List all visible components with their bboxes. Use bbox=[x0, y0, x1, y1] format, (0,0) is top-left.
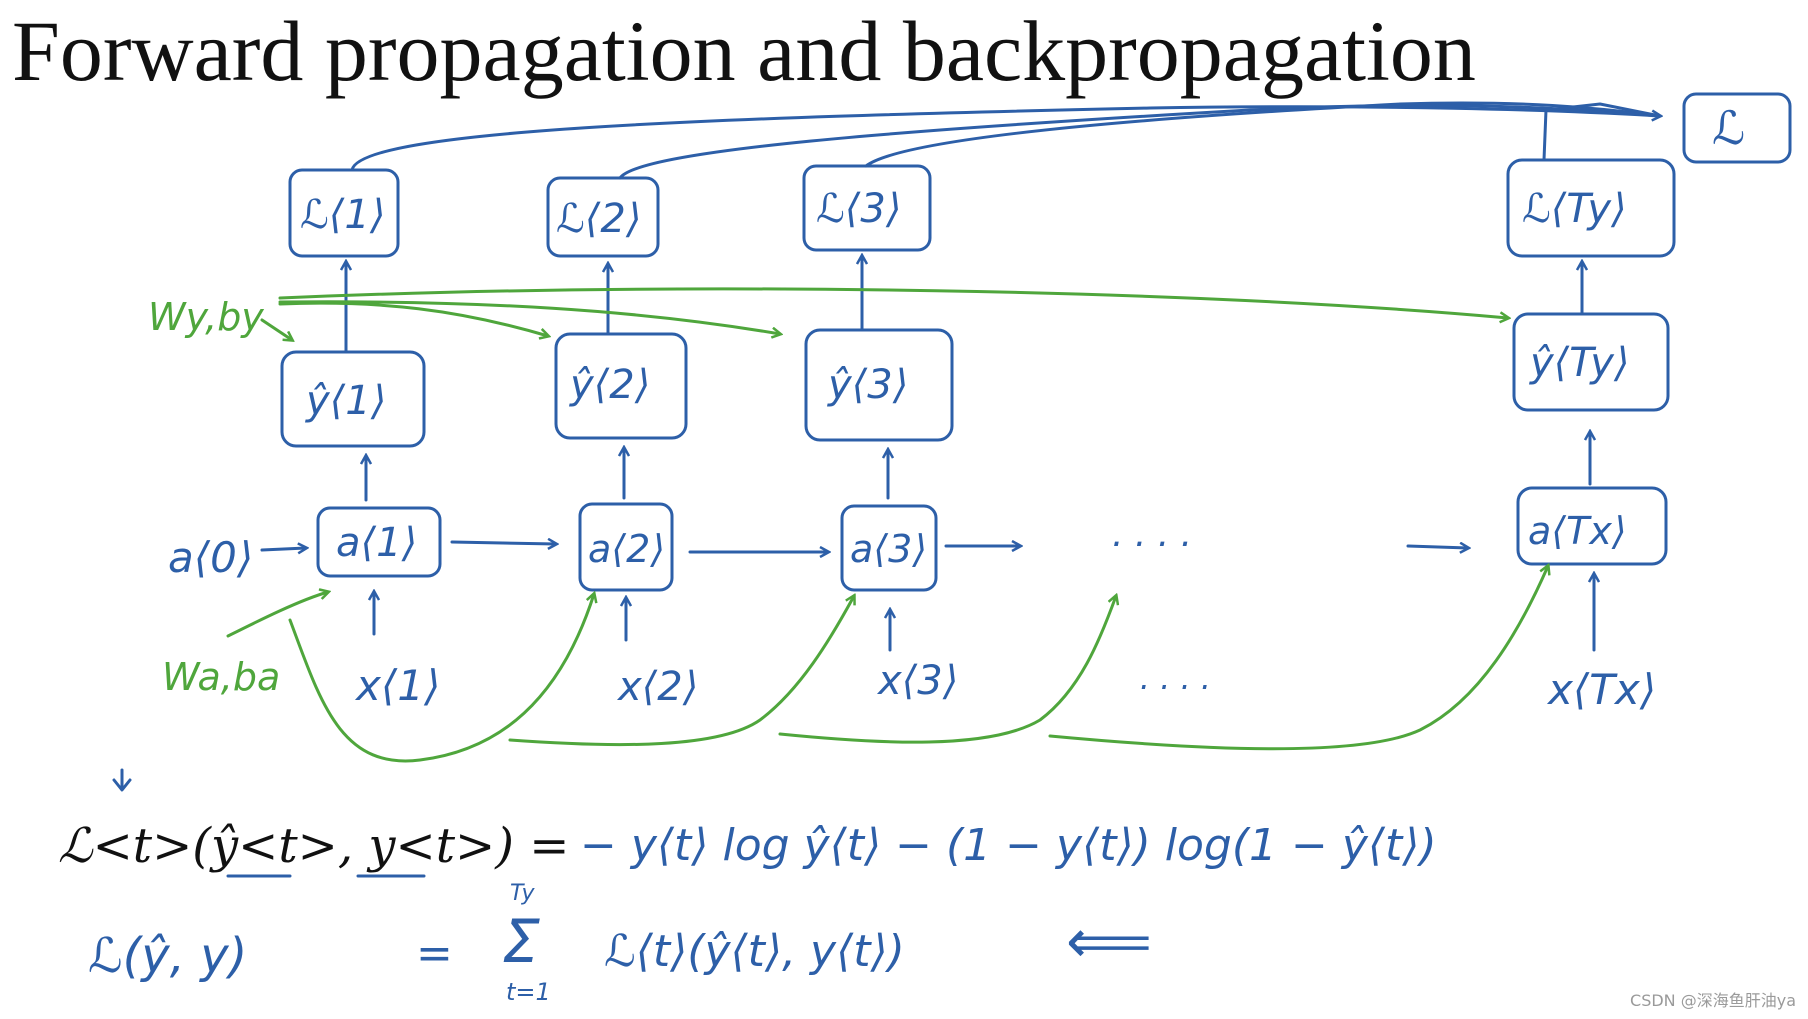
eq2-rhs: ℒ⟨t⟩(ŷ⟨t⟩, y⟨t⟩) bbox=[604, 926, 905, 977]
x-label-2: x⟨2⟩ bbox=[616, 664, 698, 710]
x-label-tx: x⟨Tx⟩ bbox=[1546, 665, 1656, 714]
act-box-tx bbox=[1516, 486, 1668, 566]
waba-to-a1-arrow bbox=[226, 592, 328, 638]
a0-to-a1-arrow bbox=[260, 548, 306, 550]
act-label-2: a⟨2⟩ bbox=[588, 527, 665, 571]
dots-low: · · · · bbox=[1138, 668, 1209, 706]
wyby-to-yhat2-arrow bbox=[278, 301, 548, 336]
waba-to-atx-arrow bbox=[1048, 566, 1548, 751]
a1-to-a2-arrow bbox=[450, 542, 556, 544]
x-label-1: x⟨1⟩ bbox=[354, 661, 440, 710]
wy-by-label: Wy,by bbox=[148, 295, 264, 339]
dots-mid: · · · · bbox=[1110, 524, 1190, 565]
waba-to-next-arrow bbox=[778, 596, 1116, 744]
a0-label: a⟨0⟩ bbox=[168, 533, 253, 582]
eq1-pointer-arrow bbox=[112, 768, 132, 792]
eq2-lhs: ℒ(ŷ, y) bbox=[88, 928, 247, 984]
eq2-sum-lower: t=1 bbox=[506, 978, 551, 1006]
page-title: Forward propagation and backpropagation bbox=[12, 3, 1476, 99]
eq2-sum-symbol: Σ bbox=[502, 907, 540, 977]
loss-label-2: ℒ⟨2⟩ bbox=[556, 196, 641, 242]
eq1-lhs: ℒ<t>(ŷ<t>, y<t>) = bbox=[58, 818, 569, 874]
act-box-1 bbox=[316, 506, 442, 578]
yhat-label-2: ŷ⟨2⟩ bbox=[569, 362, 650, 408]
act-box-3 bbox=[840, 504, 938, 592]
act-label-tx: a⟨Tx⟩ bbox=[1528, 509, 1627, 553]
waba-to-a2-arrow bbox=[288, 594, 594, 763]
waba-to-a3-arrow bbox=[508, 596, 854, 747]
act-label-3: a⟨3⟩ bbox=[850, 527, 927, 571]
x-label-3: x⟨3⟩ bbox=[876, 658, 958, 704]
loss-label-1: ℒ⟨1⟩ bbox=[300, 192, 385, 238]
loss-box-ty bbox=[1506, 158, 1676, 258]
eq2-left-arrow-icon: ⟸ bbox=[1066, 907, 1152, 977]
loss-label-3: ℒ⟨3⟩ bbox=[816, 186, 901, 232]
total-loss-label: ℒ bbox=[1712, 101, 1745, 155]
yhat-box-ty bbox=[1512, 312, 1670, 412]
eq2-equals: = bbox=[416, 928, 453, 979]
wyby-to-yhatty-arrow bbox=[278, 287, 1508, 318]
loss-box-2 bbox=[546, 176, 660, 258]
eq2-sum-upper: Ty bbox=[510, 881, 536, 906]
to-atx-arrow bbox=[1406, 546, 1468, 548]
act-label-1: a⟨1⟩ bbox=[336, 520, 417, 566]
yhat-label-1: ŷ⟨1⟩ bbox=[305, 378, 386, 424]
wyby-to-yhat1-arrow bbox=[260, 318, 292, 340]
loss-label-ty: ℒ⟨Ty⟩ bbox=[1522, 186, 1627, 232]
yhat-box-2 bbox=[554, 332, 688, 440]
wa-ba-label: Wa,ba bbox=[162, 655, 280, 699]
wyby-to-yhat3-arrow bbox=[278, 300, 780, 334]
total-loss-box bbox=[1682, 92, 1792, 164]
yhat-label-3: ŷ⟨3⟩ bbox=[827, 362, 908, 408]
yhat-box-1 bbox=[280, 350, 426, 448]
watermark: CSDN @深海鱼肝油ya bbox=[1630, 991, 1796, 1010]
loss1-to-total-arrow bbox=[350, 105, 1660, 172]
yhat-box-3 bbox=[804, 328, 954, 442]
act-box-2 bbox=[578, 502, 674, 592]
loss2-to-total-line bbox=[618, 103, 1662, 180]
yhat-label-ty: ŷ⟨Ty⟩ bbox=[1529, 340, 1630, 386]
loss-box-1 bbox=[288, 168, 400, 258]
eq1-rhs: − y⟨t⟩ log ŷ⟨t⟩ − (1 − y⟨t⟩) log(1 − ŷ⟨t… bbox=[580, 820, 1437, 871]
lossty-to-total-line bbox=[1542, 102, 1662, 162]
